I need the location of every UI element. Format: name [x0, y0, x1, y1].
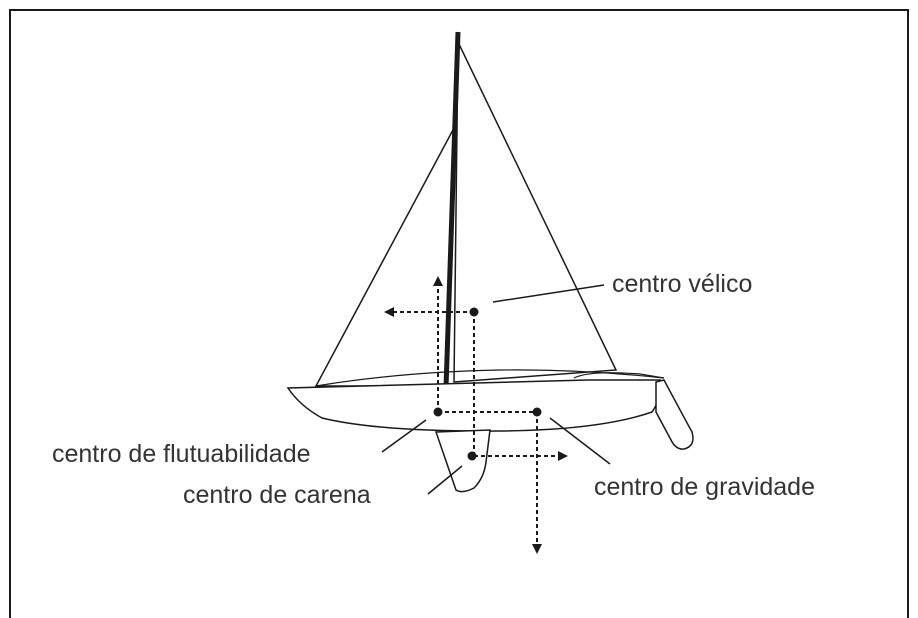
jib-sail: [314, 127, 455, 387]
leader-centro-velico: [492, 284, 605, 303]
cabin: [573, 372, 665, 379]
label-centro-flutuabilidade: centro de flutuabilidade: [52, 440, 311, 468]
label-centro-velico: centro vélico: [612, 270, 752, 298]
figure-border: [9, 9, 909, 618]
label-centro-gravidade: centro de gravidade: [594, 473, 815, 501]
sail-center-point: [469, 307, 479, 317]
main-sail: [453, 41, 618, 383]
gravity-center-point: [532, 407, 542, 417]
label-centro-carena: centro de carena: [183, 481, 371, 509]
rudder: [655, 379, 694, 450]
mast: [443, 31, 461, 389]
leader-centro-flutuabilidade: [381, 419, 427, 453]
leader-centro-carena: [427, 465, 463, 495]
keel-center-point: [467, 451, 477, 461]
buoyancy-center-point: [433, 407, 443, 417]
deck-line: [315, 369, 665, 387]
keel: [434, 429, 491, 493]
leader-centro-gravidade: [549, 417, 611, 465]
